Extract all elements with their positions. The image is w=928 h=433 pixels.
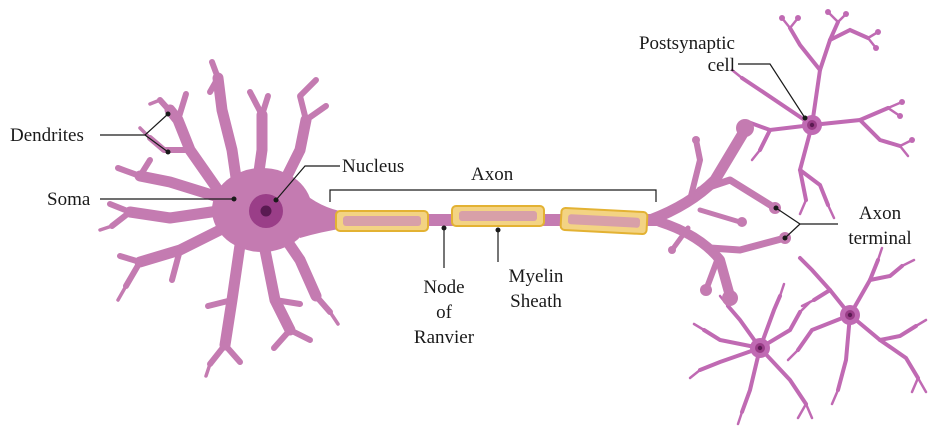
label-node-line2: of xyxy=(436,302,453,323)
label-terminal-line2: terminal xyxy=(848,228,911,249)
label-postsynaptic-line1: Postsynaptic xyxy=(639,33,735,54)
postsynaptic-cell-top xyxy=(732,9,915,218)
nucleolus xyxy=(261,206,272,217)
label-node-line1: Node xyxy=(423,277,464,298)
myelin-sheaths xyxy=(336,206,648,234)
postsynaptic-cell-bottom-right xyxy=(788,248,926,404)
label-terminal-line1: Axon xyxy=(859,203,902,224)
label-nucleus: Nucleus xyxy=(342,156,404,177)
label-dendrites: Dendrites xyxy=(10,125,84,146)
axon-branches xyxy=(650,130,785,296)
label-soma: Soma xyxy=(47,189,91,210)
label-myelin-line1: Myelin xyxy=(509,266,564,287)
label-postsynaptic-line2: cell xyxy=(708,55,735,76)
label-node-line3: Ranvier xyxy=(414,327,475,348)
label-myelin-line2: Sheath xyxy=(510,291,562,312)
label-axon: Axon xyxy=(471,164,514,185)
